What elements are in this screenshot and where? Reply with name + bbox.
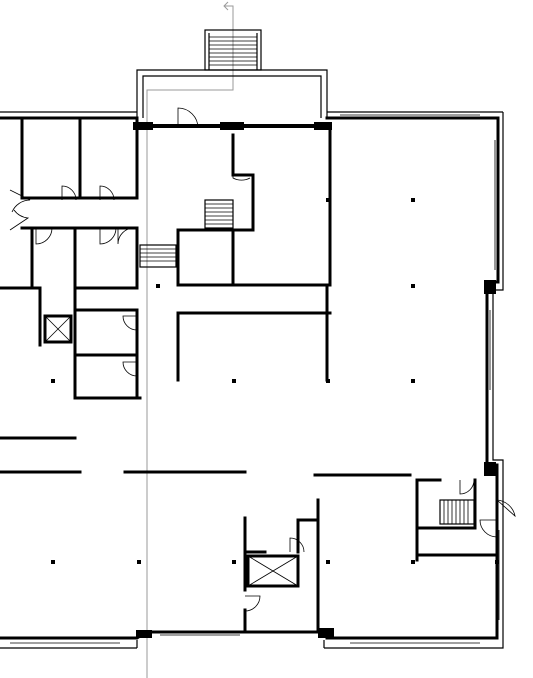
left-wing-walls [0, 116, 247, 474]
column [137, 560, 141, 564]
core-stair [204, 199, 234, 229]
column [495, 560, 499, 564]
section-line [146, 1, 234, 678]
column [51, 379, 55, 383]
column [156, 284, 160, 288]
structural-columns [51, 198, 499, 564]
column [232, 379, 236, 383]
wall-junctions [133, 122, 496, 638]
stair-right [415, 478, 497, 562]
column [326, 198, 330, 202]
column [51, 560, 55, 564]
lift-shaft [246, 554, 300, 588]
windows [10, 114, 500, 644]
column [411, 284, 415, 288]
column [326, 560, 330, 564]
column [326, 379, 330, 383]
column [411, 560, 415, 564]
core-walls [176, 124, 412, 477]
column [411, 198, 415, 202]
entrance-porch [136, 69, 328, 118]
exterior-walls [0, 111, 504, 649]
door-swings [9, 107, 516, 612]
shaft-left [43, 314, 73, 344]
column [411, 379, 415, 383]
column [232, 560, 236, 564]
lower-core-walls [243, 498, 320, 634]
corridor-stair [139, 244, 177, 268]
